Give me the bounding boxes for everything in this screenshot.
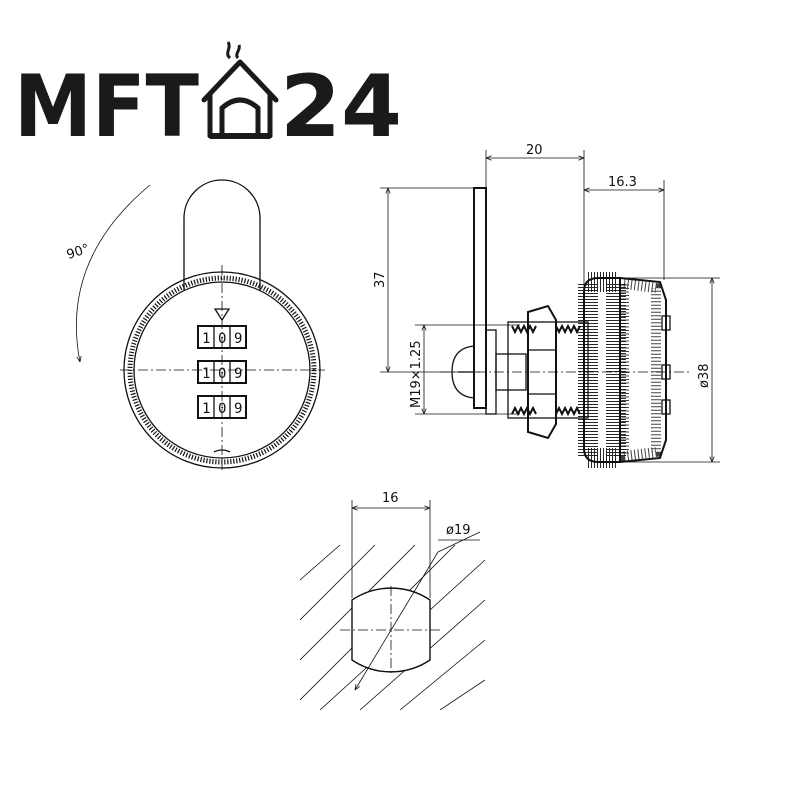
wheel-1-digit-a: 1	[202, 331, 210, 347]
dim-dial-diameter: ø38	[697, 364, 712, 389]
brand-logo: MFT 24	[14, 41, 402, 148]
dim-thread: M19×1.25	[409, 340, 424, 408]
hex-nut	[527, 304, 557, 440]
dim-cam-height: 37	[373, 271, 388, 288]
side-view: 20 16.3 37 M19×1.25 ø38	[373, 143, 720, 468]
logo-text-24: 24	[280, 57, 402, 148]
wheel-1-digit-c: 9	[234, 331, 242, 347]
rotation-arrow	[76, 184, 151, 362]
wheel-2-digit-b: 0	[218, 366, 226, 382]
wheel-2-digit-a: 1	[202, 366, 210, 382]
indicator-triangle	[213, 308, 231, 322]
cam-plate	[473, 187, 487, 409]
rotation-label: 90°	[65, 241, 92, 262]
combination-wheels: 1 0 9 1 0 9 1 0 9	[197, 325, 247, 419]
wheel-2-digit-c: 9	[234, 366, 242, 382]
dim-cam-offset: 16.3	[608, 175, 637, 190]
wheel-3-digit-b: 0	[218, 401, 226, 417]
dim-cutout-width: 16	[382, 491, 399, 506]
dim-body-length: 20	[526, 143, 543, 158]
threaded-barrel	[440, 321, 690, 419]
wheel-3-digit-c: 9	[234, 401, 242, 417]
cutout-view: 16 ø19	[300, 491, 485, 710]
wheel-1-digit-b: 0	[218, 331, 226, 347]
logo-text-mft: MFT	[14, 57, 199, 148]
screw-head	[451, 345, 475, 399]
wheel-3-digit-a: 1	[202, 401, 210, 417]
dial-body-side	[578, 272, 671, 468]
cam-latch	[183, 179, 261, 290]
dim-cutout-diameter: ø19	[446, 523, 471, 538]
house-icon	[201, 41, 279, 139]
front-view: 90° 1 0 9 1 0 9 1	[65, 179, 325, 470]
